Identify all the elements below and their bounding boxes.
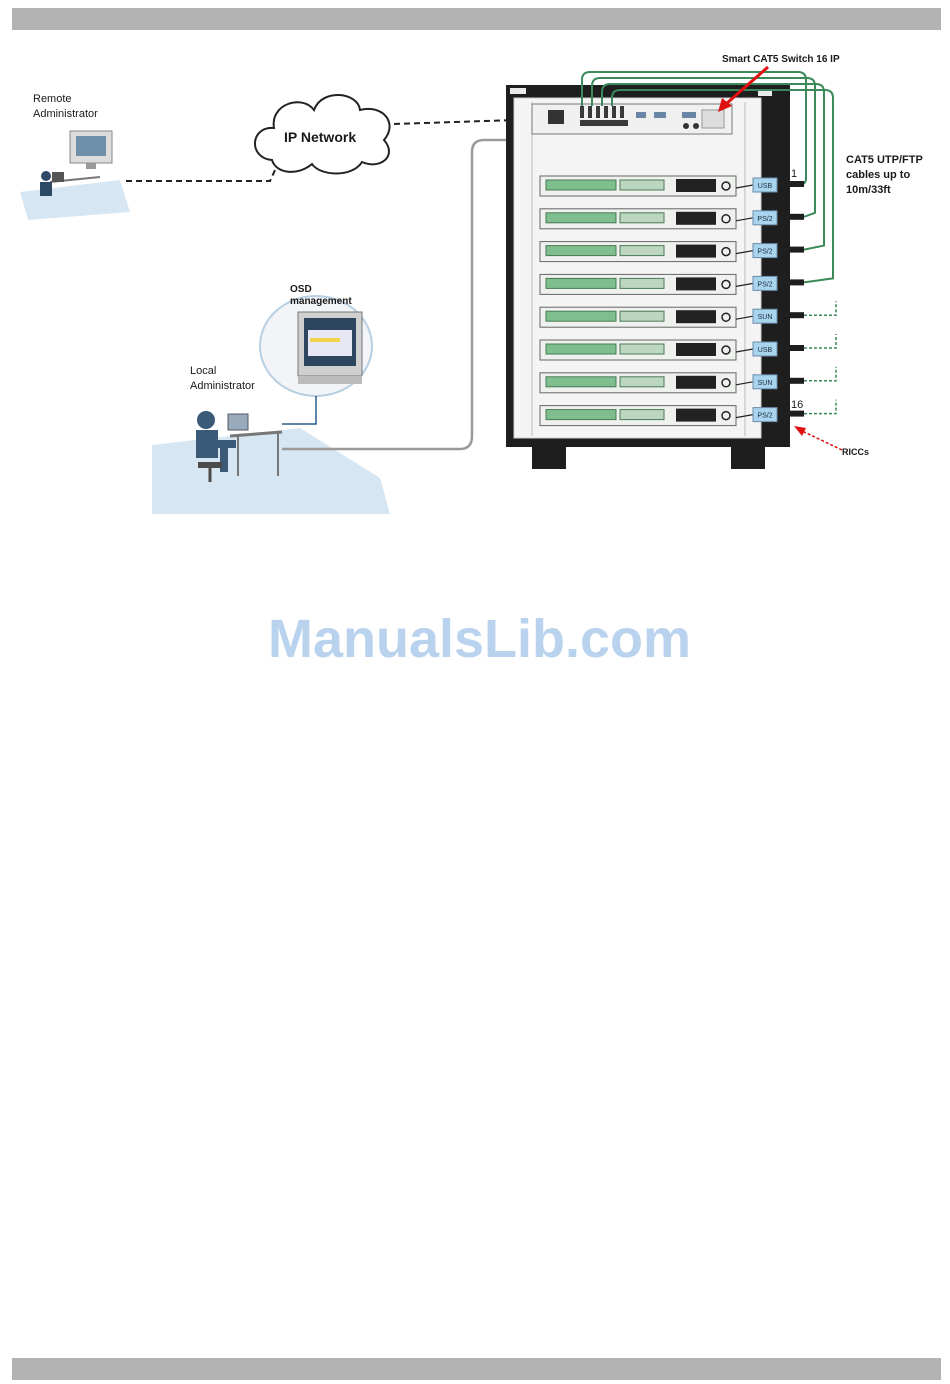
server-unit [540, 274, 736, 294]
server-unit [540, 406, 736, 426]
cat5-cable-stub [804, 367, 836, 381]
osd-link [282, 396, 316, 424]
riccs-label: RICCs [842, 447, 869, 457]
cables-label-3: 10m/33ft [846, 184, 891, 196]
osd-label-2: management [290, 296, 352, 307]
local-admin-figure [152, 296, 390, 514]
cat5-cable-stub [804, 334, 836, 348]
rj45-plug [790, 312, 804, 318]
cables-label-2: cables up to [846, 169, 910, 181]
remote-admin-label-2: Administrator [33, 108, 98, 120]
riccs-pointer-arrow [800, 430, 842, 450]
watermark: ManualsLib.com [268, 608, 691, 670]
local-admin-label-2: Administrator [190, 380, 255, 392]
server-unit [540, 340, 736, 360]
server-unit [540, 176, 736, 196]
network-link [394, 120, 516, 124]
server-unit [540, 242, 736, 262]
rj45-plug [790, 345, 804, 351]
local-admin-label-1: Local [190, 365, 216, 377]
server-unit [540, 373, 736, 393]
riccs-pointer-arrowhead [794, 426, 806, 436]
kvm-diagram: Remote Administrator IP Network OSD mana… [0, 0, 950, 560]
rj45-plug [790, 378, 804, 384]
ricc-type-label: SUN [758, 380, 773, 387]
cables-label-1: CAT5 UTP/FTP [846, 154, 923, 166]
footer-bar [12, 1358, 941, 1380]
ricc-type-label: USB [758, 347, 773, 354]
ricc-type-label: USB [758, 183, 773, 190]
port-last-label: 16 [791, 399, 803, 411]
ricc-type-label: SUN [758, 314, 773, 321]
remote-admin-label-1: Remote [33, 93, 72, 105]
osd-label-1: OSD [290, 284, 312, 295]
ricc-type-label: PS/2 [757, 413, 772, 420]
rj45-plug [790, 279, 804, 285]
rj45-plug [790, 411, 804, 417]
cat5-cable-stub [804, 400, 836, 414]
server-unit [540, 209, 736, 229]
server-unit [540, 307, 736, 327]
cat5-cable-stub [804, 301, 836, 315]
ricc-type-label: PS/2 [757, 281, 772, 288]
rj45-plug [790, 214, 804, 220]
rj45-plug [790, 247, 804, 253]
remote-admin-figure [20, 131, 130, 220]
ip-network-label: IP Network [284, 129, 356, 145]
ricc-type-label: PS/2 [757, 216, 772, 223]
switch-title-label: Smart CAT5 Switch 16 IP [722, 54, 840, 65]
remote-link [126, 168, 276, 181]
kvm-switch [532, 104, 732, 134]
ricc-type-label: PS/2 [757, 249, 772, 256]
port-first-label: 1 [791, 168, 797, 180]
rj45-plug [790, 181, 804, 187]
